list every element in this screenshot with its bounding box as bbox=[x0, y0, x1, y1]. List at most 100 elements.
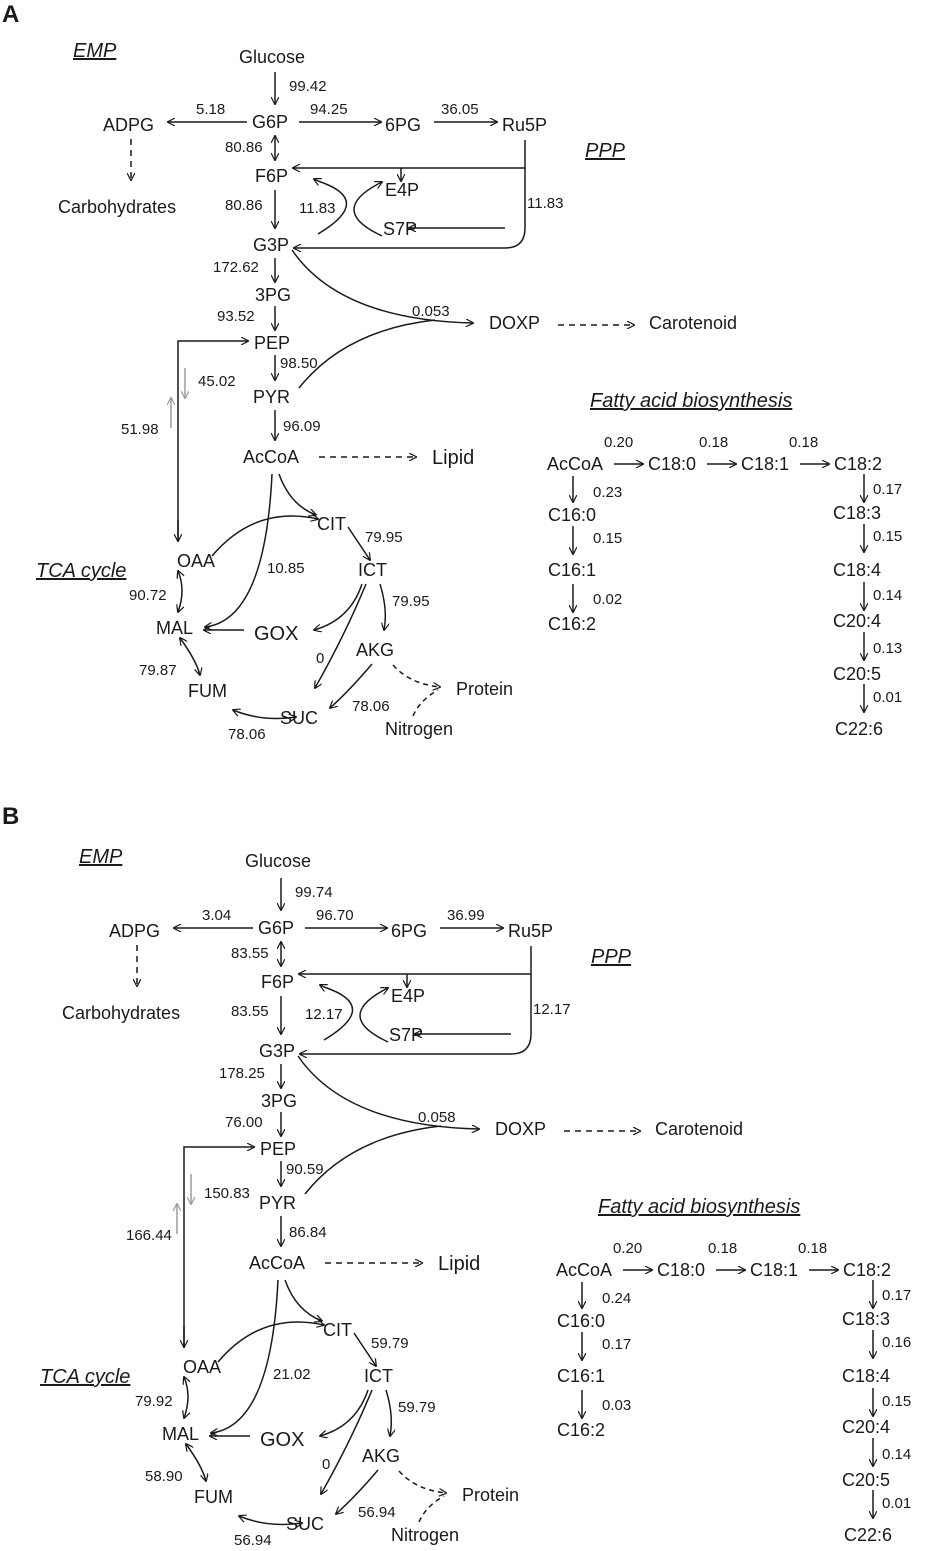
fa-flux-c161-c162: 0.03 bbox=[602, 1397, 631, 1414]
section-ppp: PPP bbox=[591, 946, 632, 968]
node-akg: AKG bbox=[362, 1446, 400, 1466]
flux-pep-pyr: 90.59 bbox=[286, 1161, 324, 1178]
fa-node-c161: C16:1 bbox=[548, 560, 596, 580]
fa-node-c162: C16:2 bbox=[548, 614, 596, 634]
panel-label: B bbox=[2, 803, 19, 830]
flux-cit-ict: 79.95 bbox=[365, 529, 403, 546]
node-carbohydrates: Carbohydrates bbox=[62, 1003, 180, 1023]
flux-3pg-pep: 76.00 bbox=[225, 1114, 263, 1131]
node-g6p: G6P bbox=[258, 918, 294, 938]
flux-g6p-adpg: 5.18 bbox=[196, 101, 225, 118]
panel-b: B bbox=[2, 803, 911, 1549]
fa-flux-c160-c161: 0.17 bbox=[602, 1336, 631, 1353]
flux-fum-suc: 78.06 bbox=[228, 726, 266, 743]
section-fatty-acid: Fatty acid biosynthesis bbox=[598, 1196, 800, 1218]
flux-ru5p-g3p: 11.83 bbox=[527, 195, 563, 212]
node-e4p: E4P bbox=[391, 986, 425, 1006]
flux-pep-oaa: 45.02 bbox=[198, 373, 236, 390]
node-6pg: 6PG bbox=[385, 115, 421, 135]
section-emp: EMP bbox=[73, 40, 117, 62]
fa-flux-c183-c184: 0.16 bbox=[882, 1334, 911, 1351]
flux-g6p-f6p: 83.55 bbox=[231, 945, 269, 962]
node-f6p: F6P bbox=[255, 166, 288, 186]
flux-ict-akg: 59.79 bbox=[398, 1399, 436, 1416]
fa-node-c180: C18:0 bbox=[648, 454, 696, 474]
flux-oaa-pep: 166.44 bbox=[126, 1227, 172, 1244]
fa-flux-c204-c205: 0.13 bbox=[873, 640, 902, 657]
flux-glyoxylate: 10.85 bbox=[267, 560, 305, 577]
node-glucose: Glucose bbox=[245, 851, 311, 871]
flux-glc-g6p: 99.42 bbox=[289, 78, 327, 95]
node-6pg: 6PG bbox=[391, 921, 427, 941]
fa-flux-c204-c205: 0.14 bbox=[882, 1446, 911, 1463]
flux-transketolase: 12.17 bbox=[305, 1006, 343, 1023]
flux-g3p-3pg: 178.25 bbox=[219, 1065, 265, 1082]
flux-oaa-mal: 79.92 bbox=[135, 1393, 173, 1410]
flux-f6p-g3p: 80.86 bbox=[225, 197, 263, 214]
fa-node-c182: C18:2 bbox=[834, 454, 882, 474]
node-lipid: Lipid bbox=[432, 447, 474, 469]
fa-node-c204: C20:4 bbox=[833, 611, 881, 631]
node-ru5p: Ru5P bbox=[502, 115, 547, 135]
section-ppp: PPP bbox=[585, 140, 626, 162]
flux-values: 99.42 5.18 94.25 36.05 80.86 80.86 11.83… bbox=[121, 78, 563, 743]
fa-flux-c182-c183: 0.17 bbox=[873, 481, 902, 498]
fa-node-c182: C18:2 bbox=[843, 1260, 891, 1280]
fa-node-c205: C20:5 bbox=[833, 664, 881, 684]
flux-g3p-3pg: 172.62 bbox=[213, 259, 259, 276]
fa-flux-c205-c226: 0.01 bbox=[882, 1495, 911, 1512]
fa-flux-c181-c182: 0.18 bbox=[789, 434, 818, 451]
fa-node-c160: C16:0 bbox=[557, 1311, 605, 1331]
node-g3p: G3P bbox=[253, 235, 289, 255]
fa-flux-c160-c161: 0.15 bbox=[593, 530, 622, 547]
node-gox: GOX bbox=[254, 623, 298, 645]
flux-cit-ict: 59.79 bbox=[371, 1335, 409, 1352]
fa-node-c183: C18:3 bbox=[842, 1309, 890, 1329]
node-carotenoid: Carotenoid bbox=[655, 1119, 743, 1139]
fa-flux-c180-c181: 0.18 bbox=[699, 434, 728, 451]
flux-glyoxylate: 21.02 bbox=[273, 1366, 311, 1383]
flux-oaa-mal: 90.72 bbox=[129, 587, 167, 604]
node-fum: FUM bbox=[194, 1487, 233, 1507]
fa-node-c181: C18:1 bbox=[741, 454, 789, 474]
node-oaa: OAA bbox=[177, 551, 215, 571]
fa-node-accoa: AcCoA bbox=[547, 454, 603, 474]
node-doxp: DOXP bbox=[489, 313, 540, 333]
fatty-acid-network: AcCoA C18:0 C18:1 C18:2 C16:0 C16:1 C16:… bbox=[547, 434, 902, 739]
fa-flux-c184-c204: 0.14 bbox=[873, 587, 902, 604]
fa-flux-c181-c182: 0.18 bbox=[798, 1240, 827, 1257]
flux-pep-pyr: 98.50 bbox=[280, 355, 318, 372]
node-glucose: Glucose bbox=[239, 47, 305, 67]
node-suc: SUC bbox=[280, 708, 318, 728]
node-carotenoid: Carotenoid bbox=[649, 313, 737, 333]
node-pep: PEP bbox=[254, 333, 290, 353]
fa-node-c181: C18:1 bbox=[750, 1260, 798, 1280]
section-fatty-acid: Fatty acid biosynthesis bbox=[590, 390, 792, 412]
node-ict: ICT bbox=[364, 1366, 393, 1386]
metabolite-nodes: Glucose G6P ADPG Carbohydrates 6PG Ru5P … bbox=[58, 47, 737, 739]
node-f6p: F6P bbox=[261, 972, 294, 992]
fa-node-c205: C20:5 bbox=[842, 1470, 890, 1490]
section-tca: TCA cycle bbox=[40, 1366, 130, 1388]
flux-glc-g6p: 99.74 bbox=[295, 884, 333, 901]
fa-node-c160: C16:0 bbox=[548, 505, 596, 525]
flux-akg-suc: 56.94 bbox=[358, 1504, 396, 1521]
fa-flux-c184-c204: 0.15 bbox=[882, 1393, 911, 1410]
flux-g6p-6pg: 94.25 bbox=[310, 101, 348, 118]
panel-a: A bbox=[2, 1, 902, 743]
section-tca: TCA cycle bbox=[36, 560, 126, 582]
flux-3pg-pep: 93.52 bbox=[217, 308, 255, 325]
node-lipid: Lipid bbox=[438, 1253, 480, 1275]
fa-flux-c183-c184: 0.15 bbox=[873, 528, 902, 545]
node-gox: GOX bbox=[260, 1429, 304, 1451]
flux-mal-fum: 79.87 bbox=[139, 662, 177, 679]
flux-g6p-f6p: 80.86 bbox=[225, 139, 263, 156]
flux-ict-akg: 79.95 bbox=[392, 593, 430, 610]
flux-pyr-accoa: 96.09 bbox=[283, 418, 321, 435]
fa-node-c162: C16:2 bbox=[557, 1420, 605, 1440]
flux-pyr-accoa: 86.84 bbox=[289, 1224, 327, 1241]
node-mal: MAL bbox=[162, 1424, 199, 1444]
node-adpg: ADPG bbox=[103, 115, 154, 135]
node-e4p: E4P bbox=[385, 180, 419, 200]
fa-node-accoa: AcCoA bbox=[556, 1260, 612, 1280]
